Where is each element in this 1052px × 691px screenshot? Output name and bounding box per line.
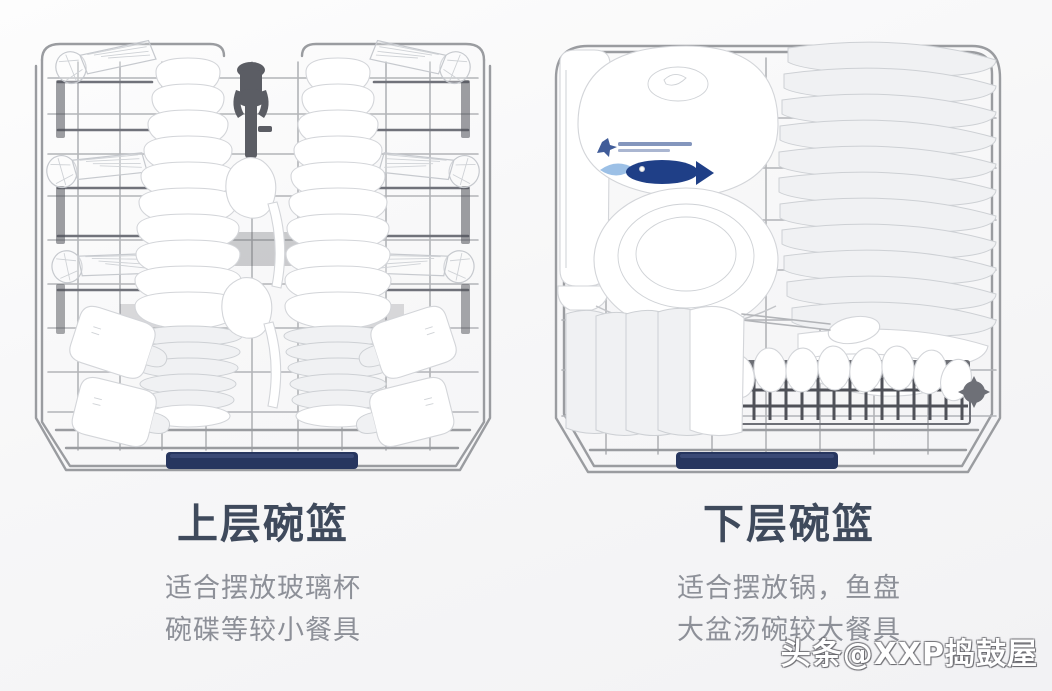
small-cups: [69, 305, 457, 448]
serving-spoon: [741, 313, 881, 345]
glass-holder-left: [56, 80, 154, 334]
stacked-bowls-right: [283, 57, 393, 428]
upper-rack-subtitle-line2: 碗碟等较小餐具: [165, 615, 361, 647]
spray-tower: [233, 62, 272, 158]
glass-holder-right: [372, 80, 470, 334]
lower-rack-subtitle: 适合摆放锅，鱼盘 大盆汤碗较大餐具: [526, 568, 1052, 652]
lower-dish-rack-illustration: [554, 41, 1002, 474]
stemmed-glasses-right: [369, 39, 480, 284]
spoons-in-basket: [721, 345, 972, 402]
upper-dish-rack-illustration: [34, 39, 492, 472]
lower-rack-subtitle-line2: 大盆汤碗较大餐具: [677, 615, 901, 647]
lower-rack-subtitle-line1: 适合摆放锅，鱼盘: [677, 573, 901, 605]
fish-decorated-bowl: [577, 45, 779, 199]
bowl-decoration: [597, 138, 714, 185]
stemmed-glasses-left: [46, 39, 157, 284]
stacked-bowls-left: [133, 57, 243, 428]
lower-rack-caption: 下层碗篮 适合摆放锅，鱼盘 大盆汤碗较大餐具: [526, 498, 1052, 652]
stacked-dinner-plates: [778, 41, 997, 397]
lower-rack-title: 下层碗篮: [703, 500, 875, 548]
rack-handle[interactable]: [676, 452, 838, 469]
upper-rack-subtitle-line1: 适合摆放玻璃杯: [165, 573, 361, 605]
mini-spray-head: [958, 376, 990, 408]
rack-handle[interactable]: [166, 452, 358, 469]
upper-rack-caption: 上层碗篮 适合摆放玻璃杯 碗碟等较小餐具: [0, 498, 526, 652]
upper-rack-subtitle: 适合摆放玻璃杯 碗碟等较小餐具: [0, 568, 526, 652]
ladle-lower: [221, 277, 282, 409]
upper-rack-title: 上层碗篮: [177, 500, 349, 548]
ladle-upper: [225, 157, 286, 289]
side-plates: [565, 305, 745, 437]
lower-rack-photo: [526, 18, 1052, 488]
panel-lower-rack: 下层碗篮 适合摆放锅，鱼盘 大盆汤碗较大餐具: [526, 0, 1052, 691]
upper-rack-photo: [0, 18, 526, 488]
cutlery-basket[interactable]: [718, 344, 976, 425]
panel-upper-rack: 上层碗篮 适合摆放玻璃杯 碗碟等较小餐具: [0, 18, 526, 652]
